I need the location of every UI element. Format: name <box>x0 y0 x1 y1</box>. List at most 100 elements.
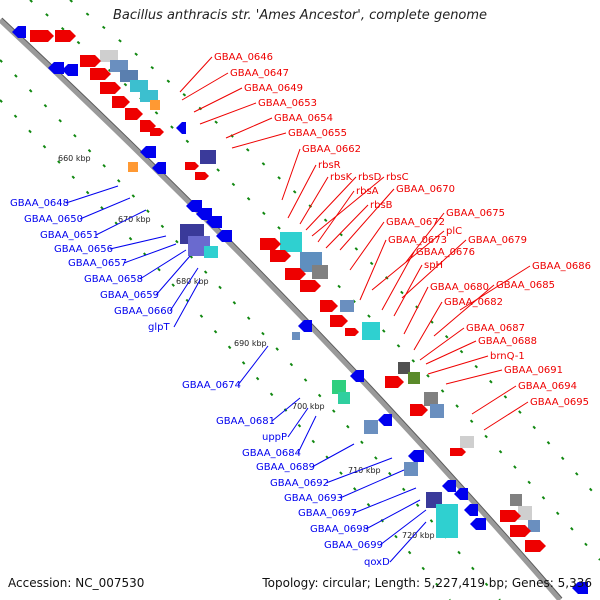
gene-label: qoxD <box>364 557 390 568</box>
gene-label-leader <box>271 397 301 422</box>
gene-label-leader <box>231 132 287 149</box>
gene-label: GBAA_0655 <box>288 128 347 139</box>
forward-features <box>100 50 540 532</box>
gene-label: spH <box>424 260 443 271</box>
gene-label-leader <box>281 148 301 201</box>
gene-label-leader <box>287 164 317 219</box>
gene-label-leader <box>445 369 503 385</box>
gene-label: GBAA_0670 <box>396 184 455 195</box>
gene-label: rbsD <box>358 172 382 183</box>
gene-label-leader <box>393 264 423 317</box>
gene-label-leader <box>381 251 415 311</box>
gene-label: rbsC <box>386 172 409 183</box>
forward-arrows <box>30 30 546 552</box>
kbp-label: 660 kbp <box>58 154 91 163</box>
gene-label-leader <box>179 56 213 93</box>
gene-label-leader <box>173 279 201 328</box>
kbp-label: 700 kbp <box>292 402 325 411</box>
forward-gene-labels: GBAA_0646GBAA_0647GBAA_0649GBAA_0653GBAA… <box>179 52 591 431</box>
gene-label-leader <box>311 176 385 237</box>
gene-label-leader <box>155 255 191 296</box>
gene-label-leader <box>483 401 529 431</box>
gene-label: GBAA_0672 <box>386 217 445 228</box>
gene-label-leader <box>109 235 167 250</box>
gene-label: GBAA_0650 <box>24 214 83 225</box>
gene-label: GBAA_0653 <box>258 98 317 109</box>
kbp-labels: 660 kbp 670 kbp 680 kbp 690 kbp 700 kbp … <box>58 154 435 540</box>
kbp-label: 690 kbp <box>234 339 267 348</box>
gene-label: brnQ-1 <box>490 351 525 362</box>
gene-label: GBAA_0646 <box>214 52 273 63</box>
gene-label: GBAA_0681 <box>216 416 275 427</box>
gene-label: GBAA_0691 <box>504 365 563 376</box>
kbp-label: 720 kbp <box>402 531 435 540</box>
gene-label: GBAA_0651 <box>40 230 99 241</box>
gene-label: plC <box>446 226 462 237</box>
gene-label-leader <box>299 176 329 225</box>
gene-label: GBAA_0656 <box>54 244 113 255</box>
gene-label: glpT <box>148 322 170 333</box>
gene-label-leader <box>79 197 131 220</box>
gene-label: GBAA_0694 <box>518 381 577 392</box>
gene-label-leader <box>237 345 269 386</box>
gene-label: uppP <box>262 432 287 443</box>
gene-label: GBAA_0649 <box>244 83 303 94</box>
gene-label: GBAA_0687 <box>466 323 525 334</box>
gene-label-leader <box>459 265 531 311</box>
gene-label: GBAA_0693 <box>284 493 343 504</box>
gene-label: GBAA_0657 <box>68 258 127 269</box>
gene-label: GBAA_0680 <box>430 282 489 293</box>
gene-label: GBAA_0662 <box>302 144 361 155</box>
gene-label-leader <box>349 221 385 271</box>
gene-label-leader <box>181 72 229 101</box>
reverse-gene-labels: GBAA_0648GBAA_0650GBAA_0651GBAA_0656GBAA… <box>10 185 427 568</box>
genome-backbone <box>0 17 563 600</box>
gene-label: GBAA_0648 <box>10 198 69 209</box>
gene-label-leader <box>193 87 243 113</box>
gene-label-leader <box>317 190 355 243</box>
kbp-label: 710 kbp <box>348 466 381 475</box>
gene-label: GBAA_0686 <box>532 261 591 272</box>
gene-label: GBAA_0675 <box>446 208 505 219</box>
gene-label: GBAA_0674 <box>182 380 241 391</box>
gene-label: GBAA_0654 <box>274 113 333 124</box>
gene-label-leader <box>169 267 199 312</box>
gene-label-leader <box>371 230 445 291</box>
gene-label-leader <box>389 521 427 563</box>
gene-label-leader <box>287 407 309 438</box>
gene-label-leader <box>139 249 187 280</box>
gene-label-leader <box>419 327 465 361</box>
gene-label-leader <box>65 185 119 204</box>
gene-label: GBAA_0688 <box>478 336 537 347</box>
gene-label: GBAA_0685 <box>496 280 555 291</box>
gene-label-leader <box>471 385 517 415</box>
gene-label: GBAA_0676 <box>416 247 475 258</box>
gene-label-leader <box>339 188 395 251</box>
map-title: Bacillus anthracis str. 'Ames Ancestor',… <box>112 8 488 23</box>
reverse-arrows <box>12 26 588 594</box>
gene-label: rbsK <box>330 172 353 183</box>
gene-label-leader <box>311 443 355 468</box>
gene-label: rbsA <box>356 186 379 197</box>
gene-label: GBAA_0659 <box>100 290 159 301</box>
gene-label-leader <box>353 487 417 514</box>
gene-label: GBAA_0660 <box>114 306 173 317</box>
gene-label: GBAA_0647 <box>230 68 289 79</box>
gene-label-leader <box>325 204 369 249</box>
gene-label: rbsB <box>370 200 393 211</box>
gene-label: GBAA_0699 <box>324 540 383 551</box>
gene-label-leader <box>359 239 387 301</box>
gene-label-leader <box>403 286 429 335</box>
gene-label-leader <box>199 102 257 125</box>
gene-label-leader <box>225 117 273 139</box>
gene-label: GBAA_0684 <box>242 448 301 459</box>
gene-label-leader <box>339 469 405 499</box>
gene-label: GBAA_0692 <box>270 478 329 489</box>
gene-label-leader <box>123 243 177 264</box>
gene-label-leader <box>413 301 443 351</box>
gene-label: GBAA_0658 <box>84 274 143 285</box>
reverse-features <box>128 150 458 538</box>
gene-label: GBAA_0679 <box>468 235 527 246</box>
